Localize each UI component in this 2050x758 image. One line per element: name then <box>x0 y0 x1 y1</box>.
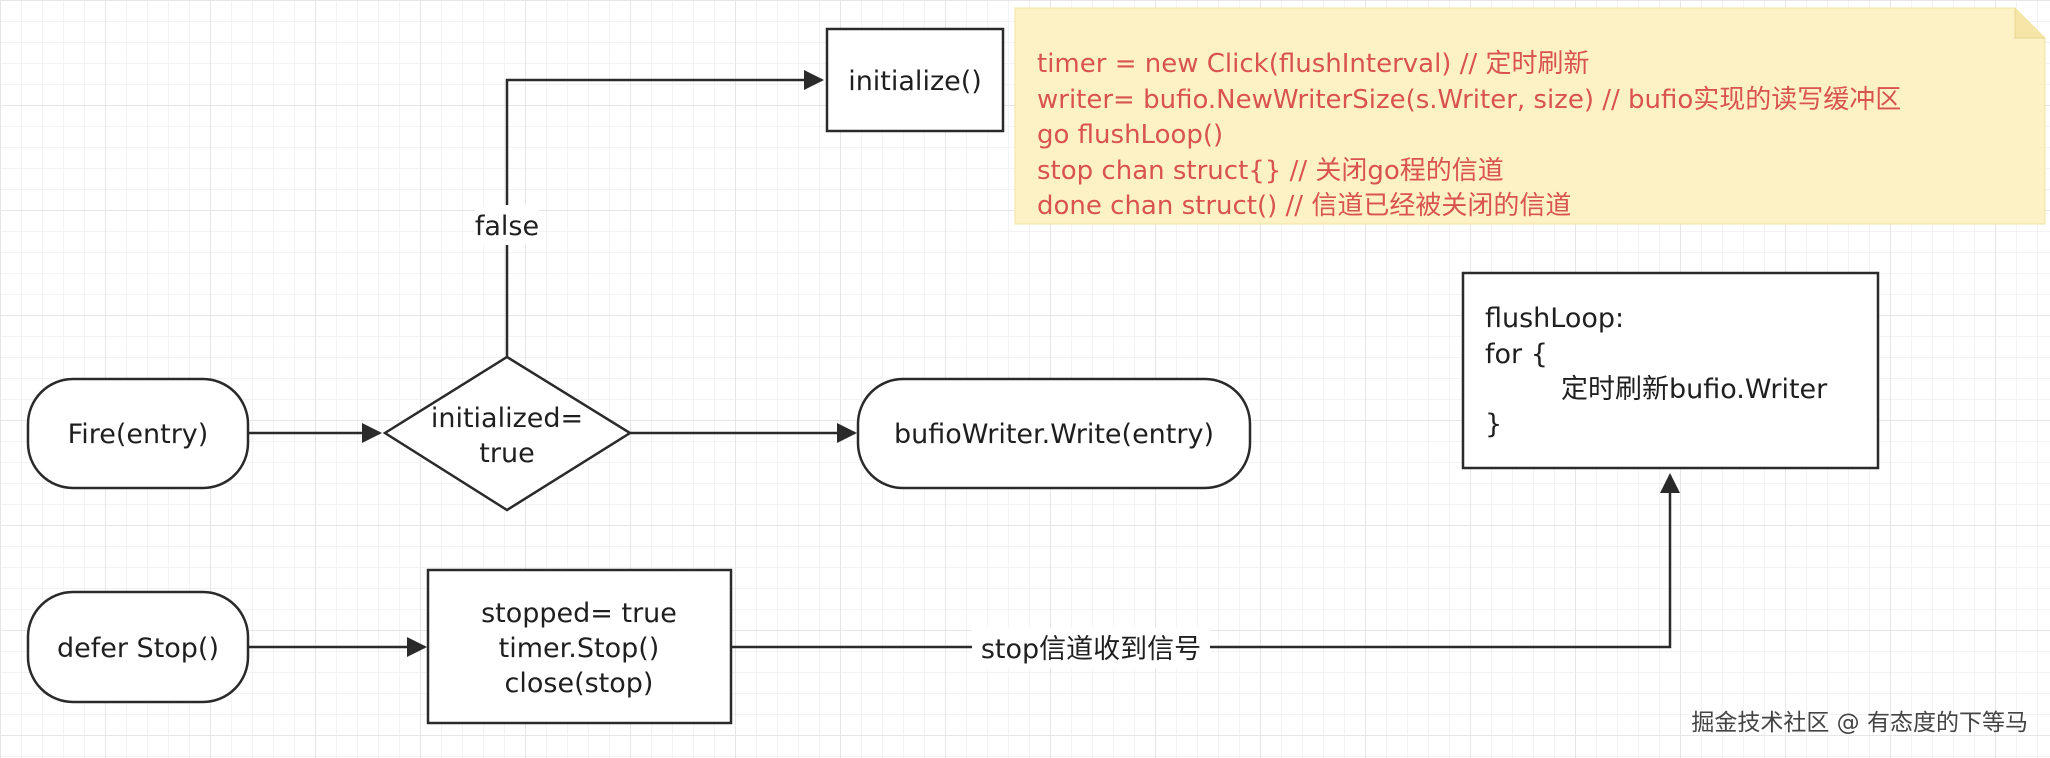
decision-line-1: initialized= <box>431 403 583 434</box>
note-line-writer: writer= bufio.NewWriterSize(s.Writer, si… <box>1037 85 1901 115</box>
flushloop-line-1: flushLoop: <box>1485 303 1624 334</box>
stop-line-3: close(stop) <box>505 668 654 699</box>
fire-label: Fire(entry) <box>68 419 209 450</box>
watermark: 掘金技术社区 @ 有态度的下等马 <box>1691 710 2028 736</box>
signal-label: stop信道收到信号 <box>981 634 1201 665</box>
code-note: timer = new Click(flushInterval) // 定时刷新… <box>1014 7 2046 225</box>
stop-node: stopped= true timer.Stop() close(stop) <box>426 568 733 725</box>
note-line-flushloop: go flushLoop() <box>1037 120 1223 150</box>
defer-stop-node: defer Stop() <box>26 590 250 704</box>
decision-node: initialized= true <box>382 355 633 512</box>
stop-line-2: timer.Stop() <box>499 633 660 664</box>
initialize-label: initialize() <box>848 66 982 97</box>
write-node: bufioWriter.Write(entry) <box>856 377 1252 490</box>
flushloop-line-2: for { <box>1485 339 1548 370</box>
edge-label-false: false <box>475 205 539 245</box>
defer-stop-label: defer Stop() <box>57 633 219 664</box>
edge-stop-to-flushloop <box>731 473 1680 649</box>
edge-label-signal: stop信道收到信号 <box>972 628 1210 668</box>
fire-node: Fire(entry) <box>26 377 250 490</box>
flushloop-node: flushLoop: for { 定时刷新bufio.Writer } <box>1461 271 1880 470</box>
stop-line-1: stopped= true <box>481 598 677 629</box>
flushloop-line-4: } <box>1485 409 1502 440</box>
note-line-stop-chan: stop chan struct{} // 关闭go程的信道 <box>1037 156 1504 186</box>
initialize-node: initialize() <box>825 27 1005 133</box>
note-line-timer: timer = new Click(flushInterval) // 定时刷新 <box>1037 49 1590 79</box>
note-line-done-chan: done chan struct() // 信道已经被关闭的信道 <box>1037 191 1571 221</box>
false-label: false <box>475 211 539 242</box>
edge-decision-to-initialize <box>505 70 824 357</box>
write-label: bufioWriter.Write(entry) <box>894 419 1214 450</box>
flushloop-line-3: 定时刷新bufio.Writer <box>1561 374 1828 405</box>
decision-line-2: true <box>479 438 534 469</box>
